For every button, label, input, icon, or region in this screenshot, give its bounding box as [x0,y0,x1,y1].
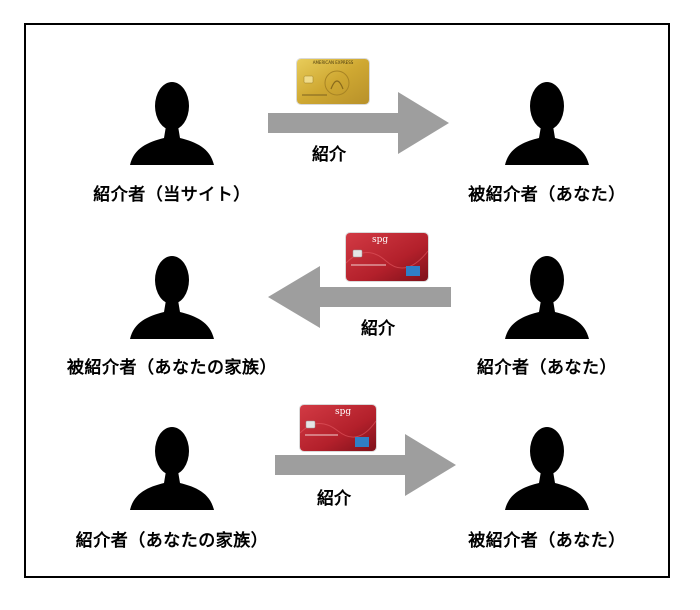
card-header-text: AMERICAN EXPRESS [312,60,354,65]
spg-brand-text: spg [372,235,389,245]
row1-right-label: 被紹介者（あなた） [468,185,626,205]
row3-right-label: 被紹介者（あなた） [468,531,626,551]
row2-right-label: 紹介者（あなた） [477,358,617,378]
person-silhouette-icon [505,427,589,510]
row1-left-label: 紹介者（当サイト） [93,185,251,205]
person-silhouette-icon [505,256,589,339]
row3-arrow-label: 紹介 [317,489,351,509]
right-arrow-icon [275,434,456,496]
person-silhouette-icon [505,82,589,165]
row1-arrow-label: 紹介 [312,145,346,165]
person-silhouette-icon [130,256,214,339]
row2-arrow-label: 紹介 [361,319,395,339]
row2-left-label: 被紹介者（あなたの家族） [67,358,277,378]
left-arrow-icon [268,266,451,328]
gold-card-image [297,59,369,104]
right-arrow-icon [268,92,449,154]
person-silhouette-icon [130,82,214,165]
spg-brand-text: spg [335,407,352,417]
person-silhouette-icon [130,427,214,510]
spg-card-image [346,233,428,281]
row3-left-label: 紹介者（あなたの家族） [75,531,269,551]
spg-card-image [300,405,376,451]
